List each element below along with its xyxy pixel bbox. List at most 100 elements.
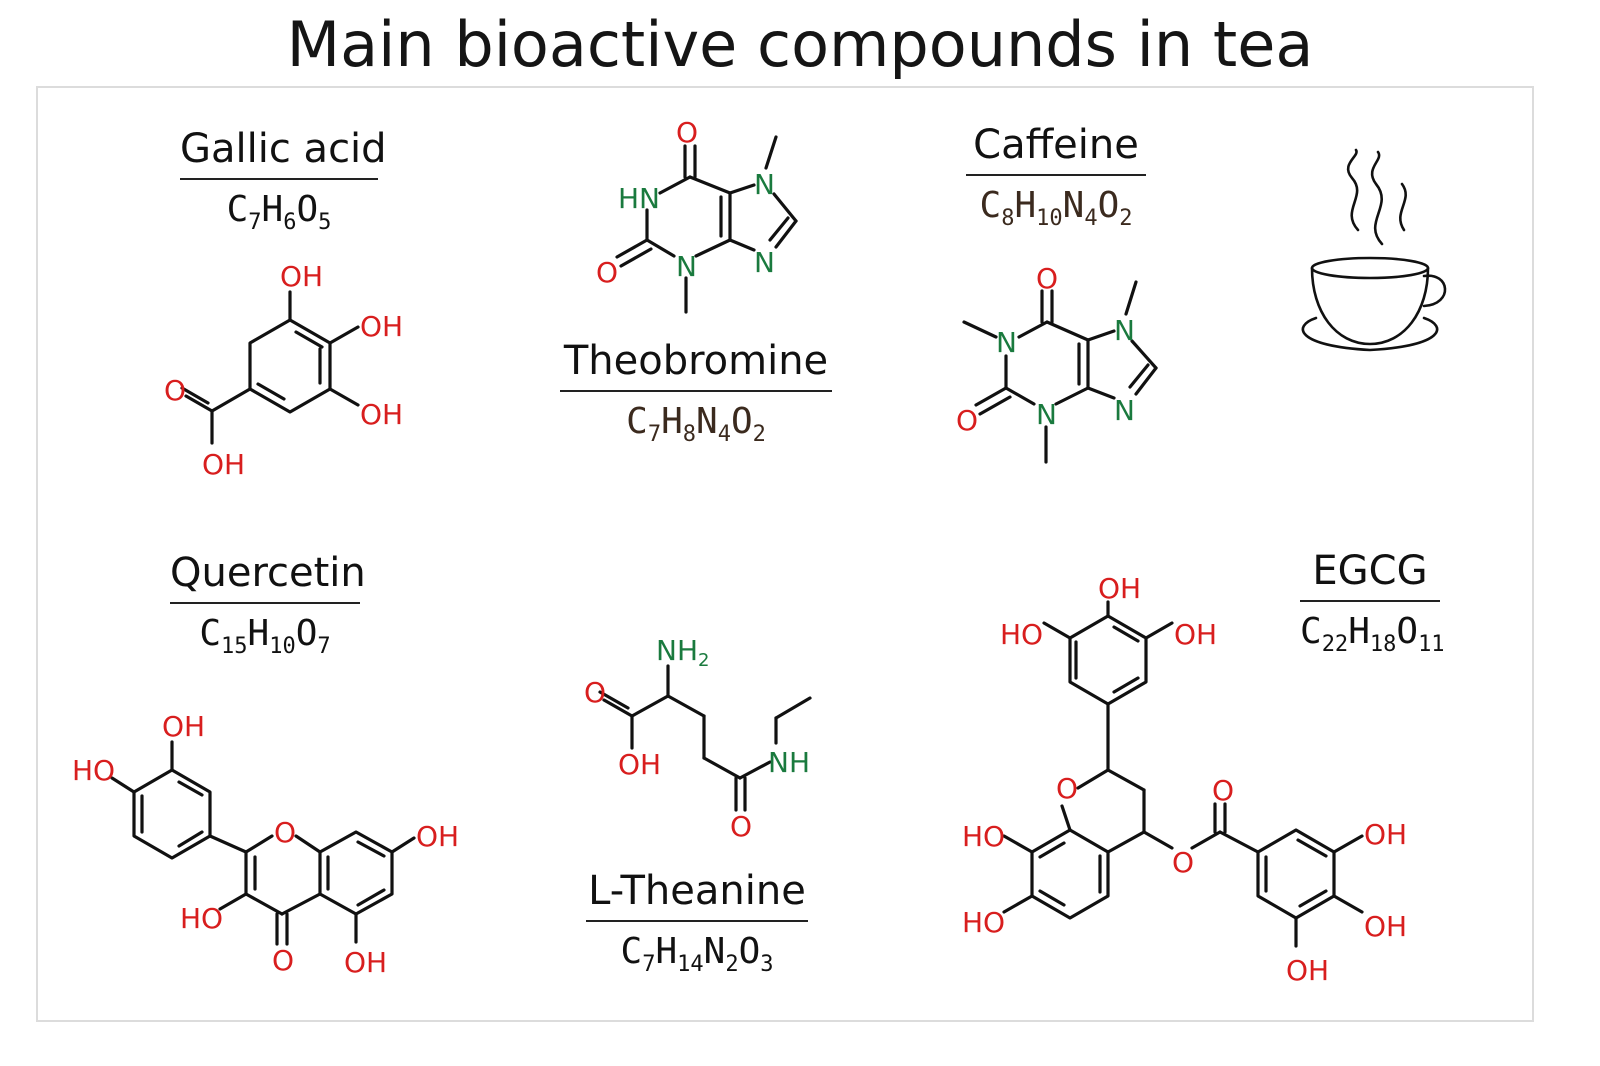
atom-label: O	[730, 810, 752, 843]
atom-label: OH	[1364, 910, 1407, 943]
theobromine-structure	[615, 135, 798, 314]
formula-count: 6	[283, 210, 297, 235]
formula-element: O	[1097, 185, 1120, 226]
atom-label: N	[1114, 394, 1135, 427]
atom-label: N	[996, 326, 1017, 359]
formula-count: 2	[1119, 206, 1133, 231]
compound-name: Quercetin	[170, 550, 366, 596]
atom-label: HO	[72, 754, 115, 787]
compound-name: EGCG	[1312, 548, 1428, 594]
molecular-formula: C7H8N4O2	[560, 400, 832, 457]
atom-label: N	[754, 168, 775, 201]
name-underline	[170, 602, 360, 604]
gallic-acid-caption: Gallic acid C7H6O5	[180, 124, 387, 245]
atom-label: NH	[768, 746, 810, 779]
formula-count: 8	[1001, 206, 1015, 231]
compound-name: L-Theanine	[588, 868, 806, 914]
atom-label: O	[584, 676, 606, 709]
formula-count: 7	[642, 952, 656, 977]
diagram-frame	[36, 86, 1534, 1022]
atom-label: O	[596, 256, 618, 289]
name-underline	[180, 178, 378, 180]
formula-element: N	[703, 931, 726, 972]
formula-element: C	[1300, 611, 1322, 652]
theobromine-caption: Theobromine C7H8N4O2	[560, 336, 832, 457]
atom-label: N	[676, 250, 697, 283]
atom-label: N	[1114, 314, 1135, 347]
formula-count: 4	[717, 422, 731, 447]
atom-label: O	[1212, 774, 1234, 807]
atom-label: OH	[202, 448, 245, 481]
atom-label: OH	[1364, 818, 1407, 851]
atom-label: HN	[618, 182, 660, 215]
name-underline	[586, 920, 808, 922]
atom-label: OH	[360, 398, 403, 431]
egcg-caption: EGCG C22H18O11	[1300, 546, 1445, 667]
quercetin-caption: Quercetin C15H10O7	[170, 548, 366, 669]
page-title: Main bioactive compounds in tea	[286, 8, 1314, 81]
formula-count: 7	[317, 634, 331, 659]
atom-label: O	[1036, 262, 1058, 295]
compound-name: Caffeine	[973, 122, 1139, 168]
formula-count: 15	[221, 634, 248, 659]
atom-label: N	[1036, 398, 1057, 431]
atom-label: O	[1172, 846, 1194, 879]
atom-label: OH	[416, 820, 459, 853]
formula-element: H	[1348, 611, 1370, 652]
name-underline	[1300, 600, 1440, 602]
formula-count: 7	[647, 422, 662, 447]
formula-element: O	[730, 401, 753, 442]
formula-element: O	[1396, 611, 1419, 652]
atom-label: OH	[360, 310, 403, 343]
atom-label: O	[676, 116, 698, 149]
formula-element: H	[661, 401, 683, 442]
gallic-acid-structure	[180, 290, 360, 445]
formula-element: O	[296, 189, 319, 230]
formula-count: 22	[1321, 632, 1349, 657]
molecular-formula: C7H6O5	[180, 188, 378, 245]
atom-label: HO	[1000, 618, 1043, 651]
atom-label: OH	[344, 946, 387, 979]
molecular-formula: C7H14N2O3	[586, 930, 808, 987]
formula-element: C	[626, 401, 648, 442]
formula-count: 18	[1369, 632, 1397, 657]
atom-label: HO	[180, 902, 223, 935]
formula-element: H	[1014, 185, 1037, 226]
formula-count: 5	[318, 210, 332, 235]
formula-element: H	[261, 189, 284, 230]
atom-label: OH	[618, 748, 661, 781]
compound-name: Gallic acid	[180, 126, 387, 172]
formula-count: 10	[269, 634, 296, 659]
formula-count: 10	[1036, 206, 1063, 231]
quercetin-structure	[110, 740, 416, 946]
atom-label: OH	[280, 260, 323, 293]
name-underline	[560, 390, 832, 392]
atom-label: OH	[1286, 954, 1329, 987]
tea-cup-icon	[1301, 148, 1447, 352]
caffeine-structure	[962, 280, 1158, 464]
formula-element: O	[295, 613, 318, 654]
molecular-formula: C22H18O11	[1300, 610, 1445, 667]
name-underline	[966, 174, 1146, 176]
formula-count: 3	[760, 952, 774, 977]
formula-element: C	[226, 189, 249, 230]
atom-label: O	[272, 944, 294, 977]
formula-count: 8	[682, 422, 696, 447]
atom-label: N	[754, 246, 775, 279]
atom-label: OH	[1174, 618, 1217, 651]
atom-label: HO	[962, 820, 1005, 853]
l-theanine-caption: L-Theanine C7H14N2O3	[586, 866, 808, 987]
formula-element: H	[247, 613, 270, 654]
compound-name: Theobromine	[563, 338, 829, 384]
atom-label: O	[164, 374, 186, 407]
caffeine-caption: Caffeine C8H10N4O2	[966, 120, 1146, 241]
formula-element: C	[199, 613, 222, 654]
formula-count: 4	[1084, 206, 1098, 231]
atom-label: OH	[1098, 572, 1141, 605]
molecular-formula: C8H10N4O2	[966, 184, 1146, 241]
formula-count: 7	[248, 210, 262, 235]
atom-label: NH2	[656, 634, 709, 671]
formula-element: N	[696, 401, 718, 442]
atom-label: O	[956, 404, 978, 437]
